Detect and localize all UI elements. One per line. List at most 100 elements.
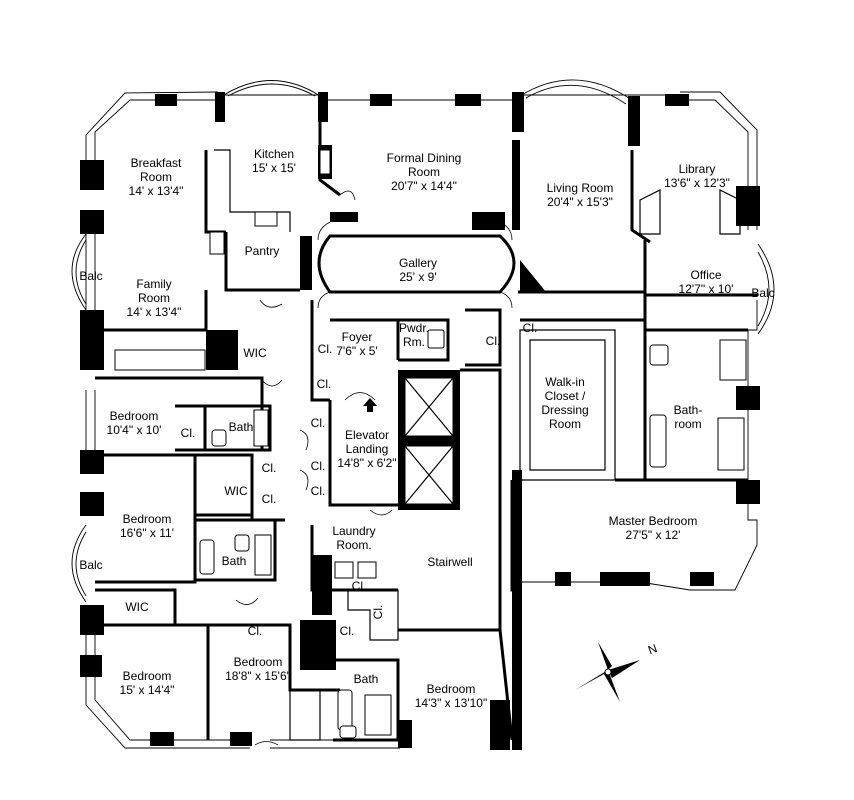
room-label-powder-room: Pwdr.Rm. bbox=[399, 321, 429, 349]
closet-label: Cl. bbox=[486, 334, 501, 348]
door-swings bbox=[235, 190, 513, 746]
bath-label: Bath bbox=[222, 554, 247, 568]
room-label-line: 12'7" x 10' bbox=[679, 282, 734, 296]
room-label-line: Room. bbox=[336, 538, 371, 552]
room-label-line: 18'8" x 15'6" bbox=[225, 669, 291, 683]
room-label-line: Stairwell bbox=[427, 555, 472, 569]
room-label-line: 16'6" x 11' bbox=[120, 526, 174, 540]
room-label-line: Pwdr. bbox=[399, 321, 429, 335]
room-label-line: Bedroom bbox=[427, 682, 476, 696]
compass-north-label: N bbox=[646, 641, 659, 657]
room-label-line: Library bbox=[679, 162, 716, 176]
room-label-line: Room bbox=[408, 165, 440, 179]
room-label-line: 27'5" x 12' bbox=[626, 528, 681, 542]
room-label-line: Bath- bbox=[674, 403, 703, 417]
balcony-label: Balc bbox=[79, 269, 102, 283]
wic-label: WIC bbox=[125, 600, 149, 614]
room-label-line: 15' x 15' bbox=[252, 161, 296, 175]
closet-label: Cl. bbox=[262, 492, 277, 506]
room-label-line: Bedroom bbox=[123, 669, 172, 683]
room-label-line: Closet / bbox=[545, 389, 586, 403]
bath-label: Bath bbox=[229, 420, 254, 434]
room-label-line: Rm. bbox=[403, 335, 425, 349]
room-label-line: Gallery bbox=[399, 256, 437, 270]
closet-label: Cl. bbox=[311, 416, 326, 430]
closet-label: Cl. bbox=[340, 624, 355, 638]
room-label-master-bath: Bath-room bbox=[674, 403, 703, 431]
closet-label: Cl. bbox=[248, 624, 263, 638]
room-label-line: 14'3" x 13'10" bbox=[415, 696, 488, 710]
closet-label: Cl. bbox=[317, 377, 332, 391]
room-label-line: 20'7" x 14'4" bbox=[391, 179, 457, 193]
room-label-line: 25' x 9' bbox=[399, 270, 436, 284]
room-label-line: 14' x 13'4" bbox=[127, 305, 182, 319]
room-label-line: Room bbox=[140, 170, 172, 184]
room-label-line: 15' x 14'4" bbox=[120, 683, 175, 697]
room-label-line: 10'4" x 10' bbox=[107, 423, 162, 437]
room-label-line: Landing bbox=[346, 442, 389, 456]
room-label-line: Bedroom bbox=[110, 409, 159, 423]
closet-label: Cl. bbox=[371, 605, 385, 620]
closet-label: Cl. bbox=[181, 426, 196, 440]
room-label-line: Laundry bbox=[332, 524, 375, 538]
balcony-label: Balc bbox=[79, 558, 102, 572]
room-label-line: Family bbox=[136, 277, 171, 291]
room-label-line: 14'8" x 6'2" bbox=[337, 456, 396, 470]
room-label-line: Elevator bbox=[345, 428, 389, 442]
room-label-pantry: Pantry bbox=[245, 244, 280, 258]
bath-label: Bath bbox=[354, 672, 379, 686]
room-label-line: Kitchen bbox=[254, 147, 294, 161]
room-label-line: room bbox=[674, 417, 701, 431]
closet-label: Cl. bbox=[523, 321, 538, 335]
room-label-line: 7'6" x 5' bbox=[336, 344, 378, 358]
small-labels: Balc Balc Balc WIC WIC WIC Bath Bath Bat… bbox=[79, 269, 774, 686]
closet-label: Cl. bbox=[318, 342, 333, 356]
exterior-piers bbox=[80, 92, 760, 750]
room-label-line: Dressing bbox=[541, 403, 588, 417]
room-label-line: Living Room bbox=[547, 181, 614, 195]
room-label-line: Bedroom bbox=[234, 655, 283, 669]
closet-label: Cl. bbox=[311, 459, 326, 473]
arrow-up-icon bbox=[363, 398, 377, 412]
room-label-line: Foyer bbox=[342, 330, 373, 344]
balcony-label: Balc bbox=[751, 286, 774, 300]
room-label-line: Room bbox=[549, 417, 581, 431]
closet-label: Cl. bbox=[311, 484, 326, 498]
wic-label: WIC bbox=[243, 346, 267, 360]
closet-label: Cl. bbox=[262, 461, 277, 475]
room-label-line: Room bbox=[138, 291, 170, 305]
room-label-line: Bedroom bbox=[123, 512, 172, 526]
closet-label: Cl. bbox=[352, 579, 367, 593]
room-label-line: 20'4" x 15'3" bbox=[547, 195, 613, 209]
room-label-line: 14' x 13'4" bbox=[129, 184, 184, 198]
room-label-line: 13'6" x 12'3" bbox=[664, 176, 730, 190]
room-label-stairwell: Stairwell bbox=[427, 555, 472, 569]
room-label-line: Breakfast bbox=[131, 156, 182, 170]
interior-walls bbox=[95, 120, 758, 742]
room-label-line: Walk-in bbox=[545, 375, 585, 389]
room-label-line: Office bbox=[690, 268, 721, 282]
room-label-line: Master Bedroom bbox=[609, 514, 698, 528]
room-label-line: Formal Dining bbox=[387, 151, 462, 165]
room-label-line: Pantry bbox=[245, 244, 280, 258]
compass-rose-icon bbox=[575, 642, 640, 702]
exterior-outline bbox=[71, 79, 775, 749]
